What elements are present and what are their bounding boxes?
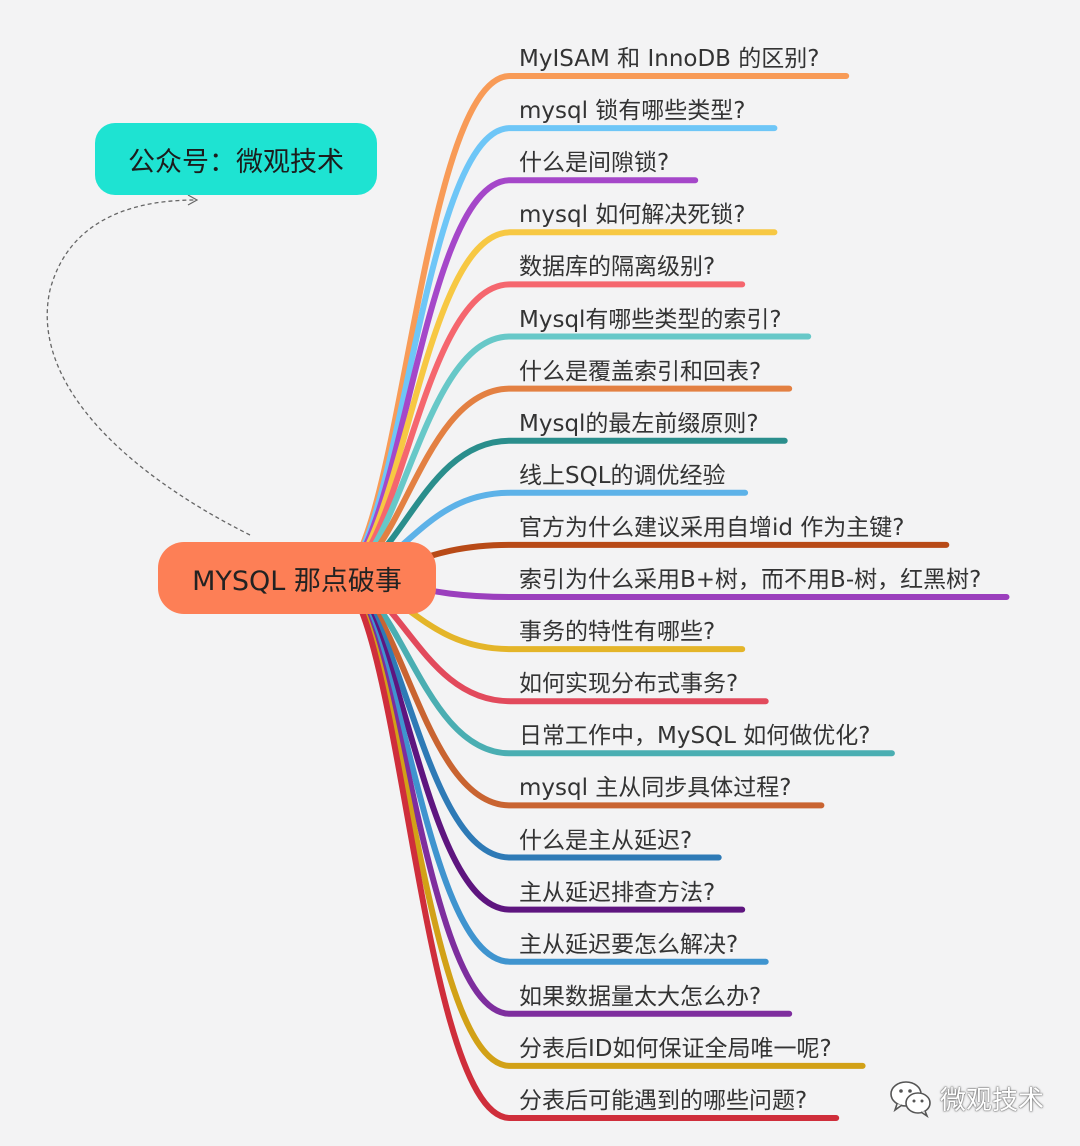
branch-label-6: Mysql有哪些类型的索引?	[519, 306, 782, 333]
branch-label-12: 事务的特性有哪些?	[519, 619, 716, 646]
branch-label-17: 主从延迟排查方法?	[519, 879, 716, 906]
branch-label-9: 线上SQL的调优经验	[519, 462, 726, 489]
branch-label-20: 分表后ID如何保证全局唯一呢?	[519, 1035, 832, 1062]
account-node: 公众号：微观技术	[95, 123, 377, 195]
account-label: 公众号：微观技术	[128, 146, 344, 178]
watermark-text: 微观技术	[940, 1085, 1045, 1116]
branch-label-21: 分表后可能遇到的哪些问题?	[519, 1088, 808, 1114]
branch-label-11: 索引为什么采用B+树，而不用B-树，红黑树?	[519, 567, 982, 593]
branch-label-15: mysql 主从同步具体过程?	[519, 775, 792, 802]
center-label: MYSQL 那点破事	[192, 565, 402, 597]
branch-label-16: 什么是主从延迟?	[519, 827, 693, 854]
branch-label-7: 什么是覆盖索引和回表?	[519, 358, 762, 385]
branch-label-5: 数据库的隔离级别?	[519, 254, 716, 281]
branch-label-4: mysql 如何解决死锁?	[519, 202, 746, 229]
wechat-icon	[890, 1081, 931, 1118]
branch-label-19: 如果数据量太大怎么办?	[519, 983, 762, 1010]
branch-label-2: mysql 锁有哪些类型?	[519, 98, 746, 125]
center-node: MYSQL 那点破事	[158, 542, 436, 614]
branch-label-10: 官方为什么建议采用自增id 作为主键?	[519, 514, 905, 541]
branch-label-18: 主从延迟要怎么解决?	[519, 931, 739, 958]
branch-label-13: 如何实现分布式事务?	[519, 671, 739, 698]
branch-label-8: Mysql的最左前缀原则?	[519, 410, 759, 437]
branch-label-1: MyISAM 和 InnoDB 的区别?	[519, 46, 820, 72]
dashed-link-arrow	[46, 194, 251, 536]
branch-label-3: 什么是间隙锁?	[519, 150, 670, 177]
branch-label-14: 日常工作中，MySQL 如何做优化?	[519, 723, 871, 750]
watermark: 微观技术	[888, 1078, 1044, 1118]
